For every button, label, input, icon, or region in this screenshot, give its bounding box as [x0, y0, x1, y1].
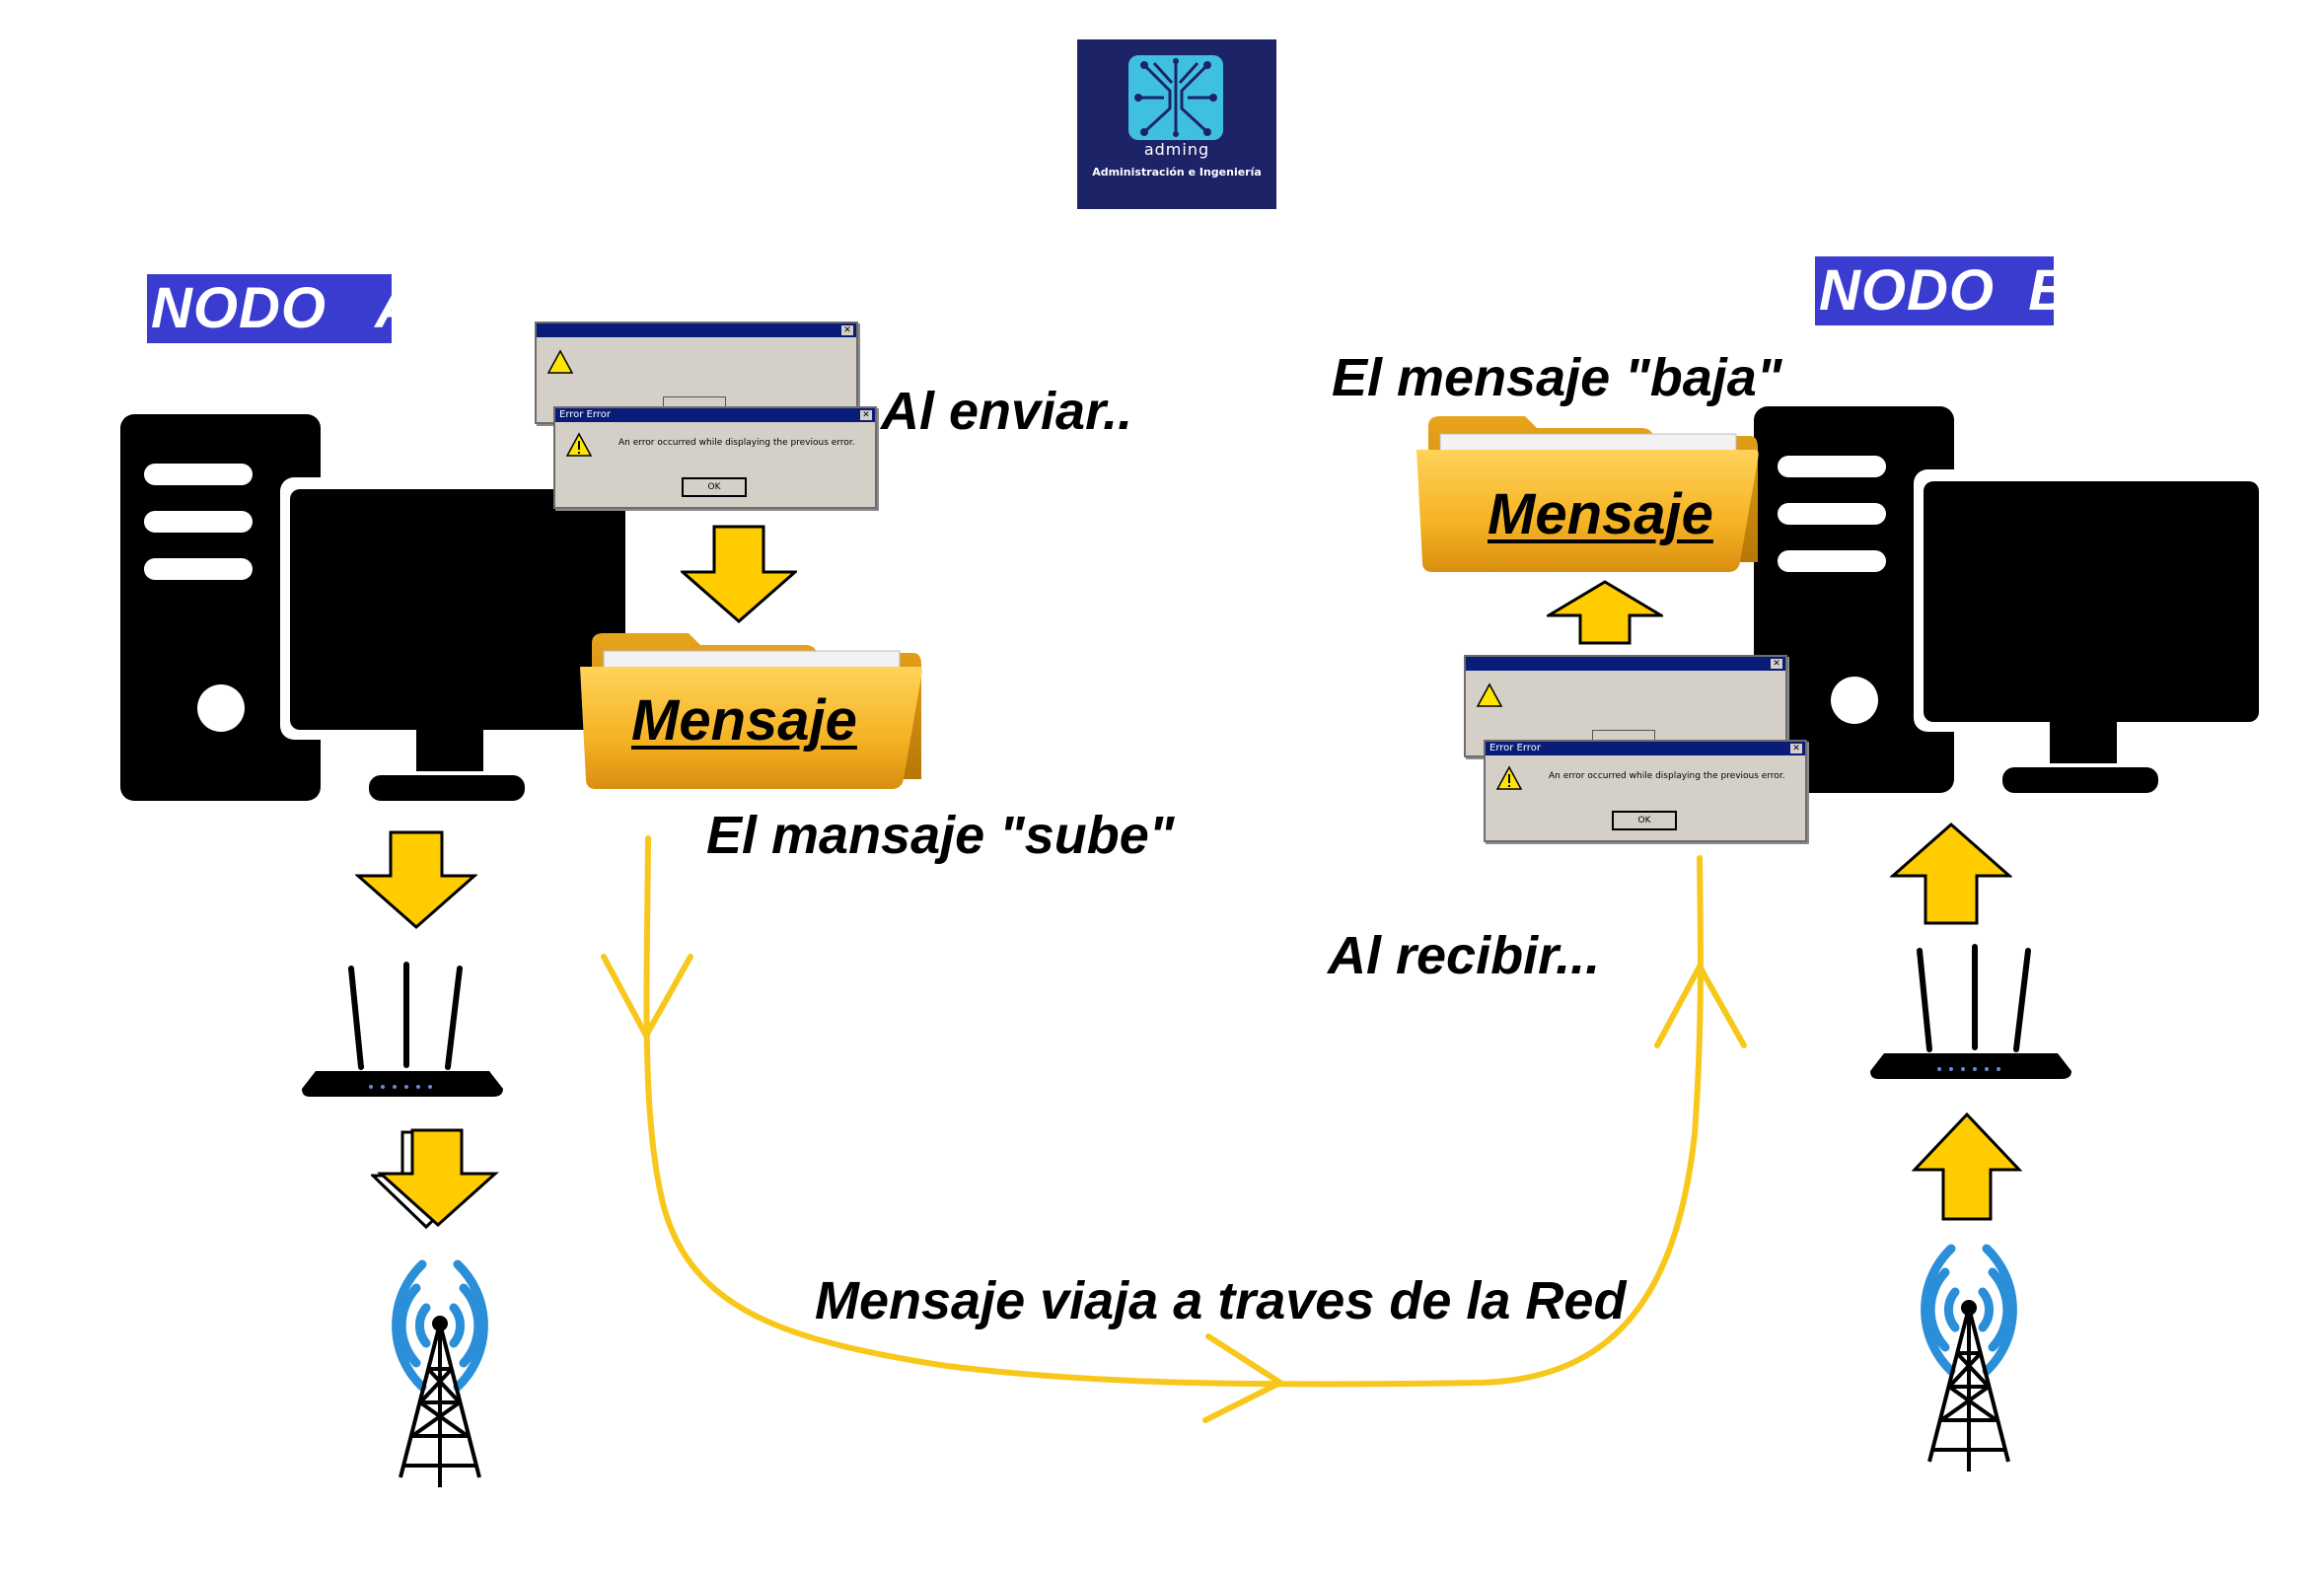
folder-a-label: Mensaje: [631, 688, 857, 753]
arrow-down-icon: [371, 1128, 499, 1230]
warning-icon: [546, 349, 574, 374]
radio-tower-icon: [1921, 1244, 2017, 1471]
close-icon[interactable]: ✕: [1790, 744, 1802, 753]
network-node-icon: [1128, 55, 1223, 140]
caption-network: Mensaje viaja a traves de la Red: [815, 1271, 1627, 1330]
close-icon[interactable]: ✕: [1771, 659, 1782, 669]
dialog-title: Error Error: [559, 409, 611, 420]
dialog-message: An error occurred while displaying the p…: [1549, 771, 1785, 781]
arrow-up-icon: [1912, 1112, 2022, 1221]
dialog-message: An error occurred while displaying the p…: [618, 438, 855, 448]
wifi-router-icon: [1870, 944, 2071, 1079]
wifi-router-icon: [302, 962, 503, 1097]
warning-icon: [565, 432, 593, 457]
radio-tower-icon: [392, 1259, 488, 1487]
arrow-down-icon: [681, 525, 797, 623]
error-dialog-front: Error Error ✕ An error occurred while di…: [1484, 740, 1807, 842]
desktop-computer-icon: [120, 414, 633, 804]
folder-icon: [1416, 416, 1759, 572]
arrow-up-icon: [1547, 580, 1663, 645]
warning-icon: [1495, 765, 1523, 790]
logo-brand: adming: [1143, 140, 1210, 159]
caption-al-enviar: Al enviar..: [881, 382, 1133, 441]
logo-subtitle: Administración e Ingeniería: [1092, 166, 1262, 179]
arrow-down-icon: [355, 830, 477, 929]
logo: adming Administración e Ingeniería: [1077, 39, 1276, 209]
caption-mensaje-baja: El mensaje "baja": [1332, 348, 1782, 407]
desktop-computer-icon: [1754, 406, 2267, 796]
dialog-title: Error Error: [1489, 743, 1541, 753]
error-dialog-front: Error Error ✕ An error occurred while di…: [553, 406, 877, 509]
close-icon[interactable]: ✕: [841, 325, 853, 335]
ok-button[interactable]: OK: [1612, 811, 1677, 830]
folder-b-label: Mensaje: [1488, 482, 1713, 546]
warning-icon: [1476, 682, 1503, 707]
ok-button[interactable]: OK: [682, 477, 747, 497]
arrow-up-icon: [1890, 823, 2012, 925]
node-a-label: NODO A: [147, 274, 416, 343]
caption-mensaje-sube: El mansaje "sube": [706, 806, 1175, 865]
folder-icon: [580, 633, 922, 789]
caption-al-recibir: Al recibir...: [1328, 926, 1601, 985]
close-icon[interactable]: ✕: [860, 410, 872, 420]
node-b-label: NODO B: [1815, 256, 2070, 325]
